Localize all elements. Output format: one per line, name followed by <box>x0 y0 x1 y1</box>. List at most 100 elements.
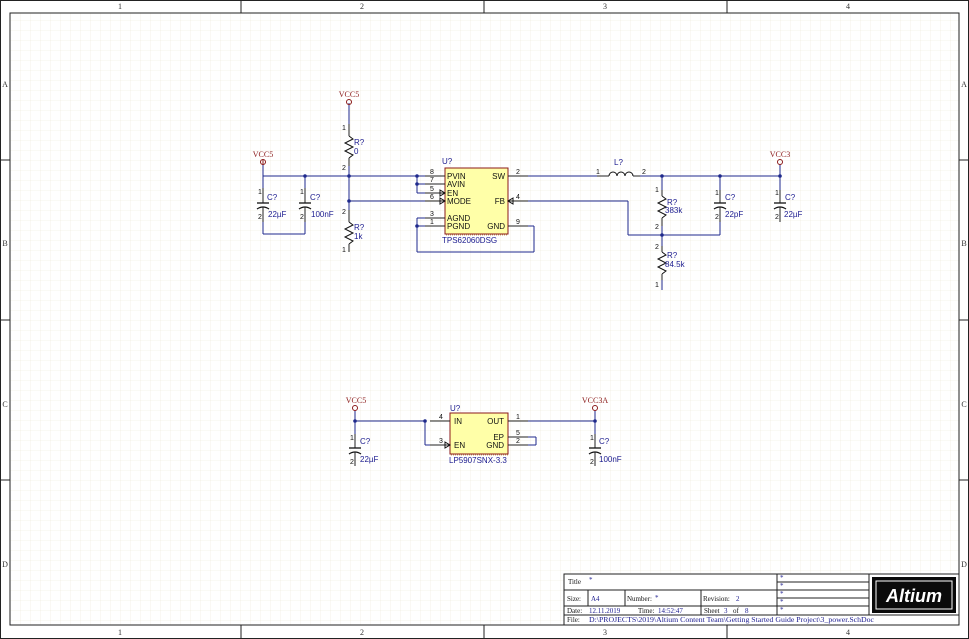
tb-side-mark-4: * <box>780 598 784 606</box>
tps-pinnum-7: 7 <box>430 177 434 184</box>
tps-comment: TPS62060DSG <box>442 236 497 245</box>
tb-number-value: * <box>655 594 659 602</box>
ldo-pinnum-3: 3 <box>439 438 443 445</box>
tb-sheet-label: Sheet <box>704 607 720 615</box>
zone-col-4-top: 4 <box>846 2 850 11</box>
svg-text:2: 2 <box>655 224 659 231</box>
tps-pin-gnd: GND <box>487 222 505 231</box>
svg-text:1: 1 <box>590 435 594 442</box>
l1-designator: L? <box>614 158 623 167</box>
altium-logo-text: Altium <box>885 586 942 606</box>
tps-pinnum-2: 2 <box>516 169 520 176</box>
c-in1-value: 22µF <box>268 210 287 219</box>
c-out-value: 22µF <box>784 210 803 219</box>
c-ldo-out-designator: C? <box>599 437 610 446</box>
tb-title-value: * <box>589 576 593 584</box>
svg-text:2: 2 <box>300 214 304 221</box>
svg-text:2: 2 <box>342 165 346 172</box>
zone-col-1-bottom: 1 <box>118 628 122 637</box>
tps-pinnum-4: 4 <box>516 194 520 201</box>
vcc5-label-ldo: VCC5 <box>346 396 366 405</box>
svg-text:2: 2 <box>258 214 262 221</box>
tb-side-mark-1: * <box>780 574 784 582</box>
tb-size-value: A4 <box>591 595 600 603</box>
ldo-designator: U? <box>450 404 461 413</box>
tb-size-label: Size: <box>567 595 581 603</box>
ldo-pinnum-2: 2 <box>516 438 520 445</box>
zone-row-c-left: C <box>2 400 7 409</box>
tb-date-label: Date: <box>567 607 582 615</box>
svg-text:1: 1 <box>258 189 262 196</box>
tb-revision-value: 2 <box>736 595 740 603</box>
c-ldo-in-value: 22µF <box>360 455 379 464</box>
svg-text:2: 2 <box>775 214 779 221</box>
tps-pin-sw: SW <box>492 172 505 181</box>
tps-pin-avin: AVIN <box>447 180 465 189</box>
c-in2-value: 100nF <box>311 210 334 219</box>
tps-pinnum-1: 1 <box>430 219 434 226</box>
zone-col-3-top: 3 <box>603 2 607 11</box>
tb-time-value: 14:52:47 <box>658 607 683 615</box>
zone-col-2-top: 2 <box>360 2 364 11</box>
ldo-pin-out: OUT <box>487 417 504 426</box>
c-ff-value: 22pF <box>725 210 743 219</box>
svg-text:1: 1 <box>655 187 659 194</box>
zone-row-d-left: D <box>2 560 8 569</box>
r-top-designator: R? <box>354 138 365 147</box>
ldo-comment: LP5907SNX-3.3 <box>449 456 507 465</box>
r-fb2-value: 84.5k <box>665 260 686 269</box>
zone-row-a-left: A <box>2 80 8 89</box>
tps-pin-mode: MODE <box>447 197 471 206</box>
tps-pinnum-9: 9 <box>516 219 520 226</box>
svg-text:1: 1 <box>350 435 354 442</box>
tb-side-mark-2: * <box>780 582 784 590</box>
zone-col-2-bottom: 2 <box>360 628 364 637</box>
tb-number-label: Number: <box>627 595 652 603</box>
vcc3a-label: VCC3A <box>582 396 608 405</box>
svg-text:2: 2 <box>590 459 594 466</box>
svg-text:2: 2 <box>655 244 659 251</box>
zone-row-b-right: B <box>961 239 966 248</box>
zone-row-b-left: B <box>2 239 7 248</box>
r-fb2-designator: R? <box>667 251 678 260</box>
zone-row-a-right: A <box>961 80 967 89</box>
svg-text:1: 1 <box>775 190 779 197</box>
c-out-designator: C? <box>785 193 796 202</box>
zone-col-4-bottom: 4 <box>846 628 850 637</box>
l1-pin2: 2 <box>642 169 646 176</box>
vcc5-label-left: VCC5 <box>253 150 273 159</box>
zone-col-3-bottom: 3 <box>603 628 607 637</box>
zone-row-c-right: C <box>961 400 966 409</box>
ldo-pin-en: EN <box>454 441 465 450</box>
tps-pinnum-5: 5 <box>430 186 434 193</box>
tps-pin-pgnd: PGND <box>447 222 470 231</box>
vcc3-label: VCC3 <box>770 150 790 159</box>
tps-pinnum-6: 6 <box>430 194 434 201</box>
c-in1-designator: C? <box>267 193 278 202</box>
tb-revision-label: Revision: <box>703 595 730 603</box>
tps-pin-fb: FB <box>495 197 505 206</box>
c-in2-designator: C? <box>310 193 321 202</box>
svg-text:1: 1 <box>342 247 346 254</box>
svg-text:2: 2 <box>715 214 719 221</box>
ldo-pinnum-1: 1 <box>516 414 520 421</box>
c-ldo-out-value: 100nF <box>599 455 622 464</box>
tb-title-label: Title <box>568 578 581 586</box>
tb-file-value: D:\PROJECTS\2019\Altium Content Team\Get… <box>589 616 874 624</box>
zone-col-1-top: 1 <box>118 2 122 11</box>
svg-text:2: 2 <box>350 459 354 466</box>
tb-side-mark-5: * <box>780 606 784 614</box>
l1-pin1: 1 <box>596 169 600 176</box>
c-ldo-in-designator: C? <box>360 437 371 446</box>
svg-text:2: 2 <box>342 209 346 216</box>
c-ff-designator: C? <box>725 193 736 202</box>
ldo-pin-in: IN <box>454 417 462 426</box>
title-block: Title * Size: A4 Number: * Revision: 2 D… <box>564 574 959 625</box>
tb-date-value: 12.11.2019 <box>589 607 621 615</box>
vcc5-label-top: VCC5 <box>339 90 359 99</box>
tps-designator: U? <box>442 157 453 166</box>
tb-file-label: File: <box>567 616 580 624</box>
r-fb1-value: 383k <box>665 206 683 215</box>
